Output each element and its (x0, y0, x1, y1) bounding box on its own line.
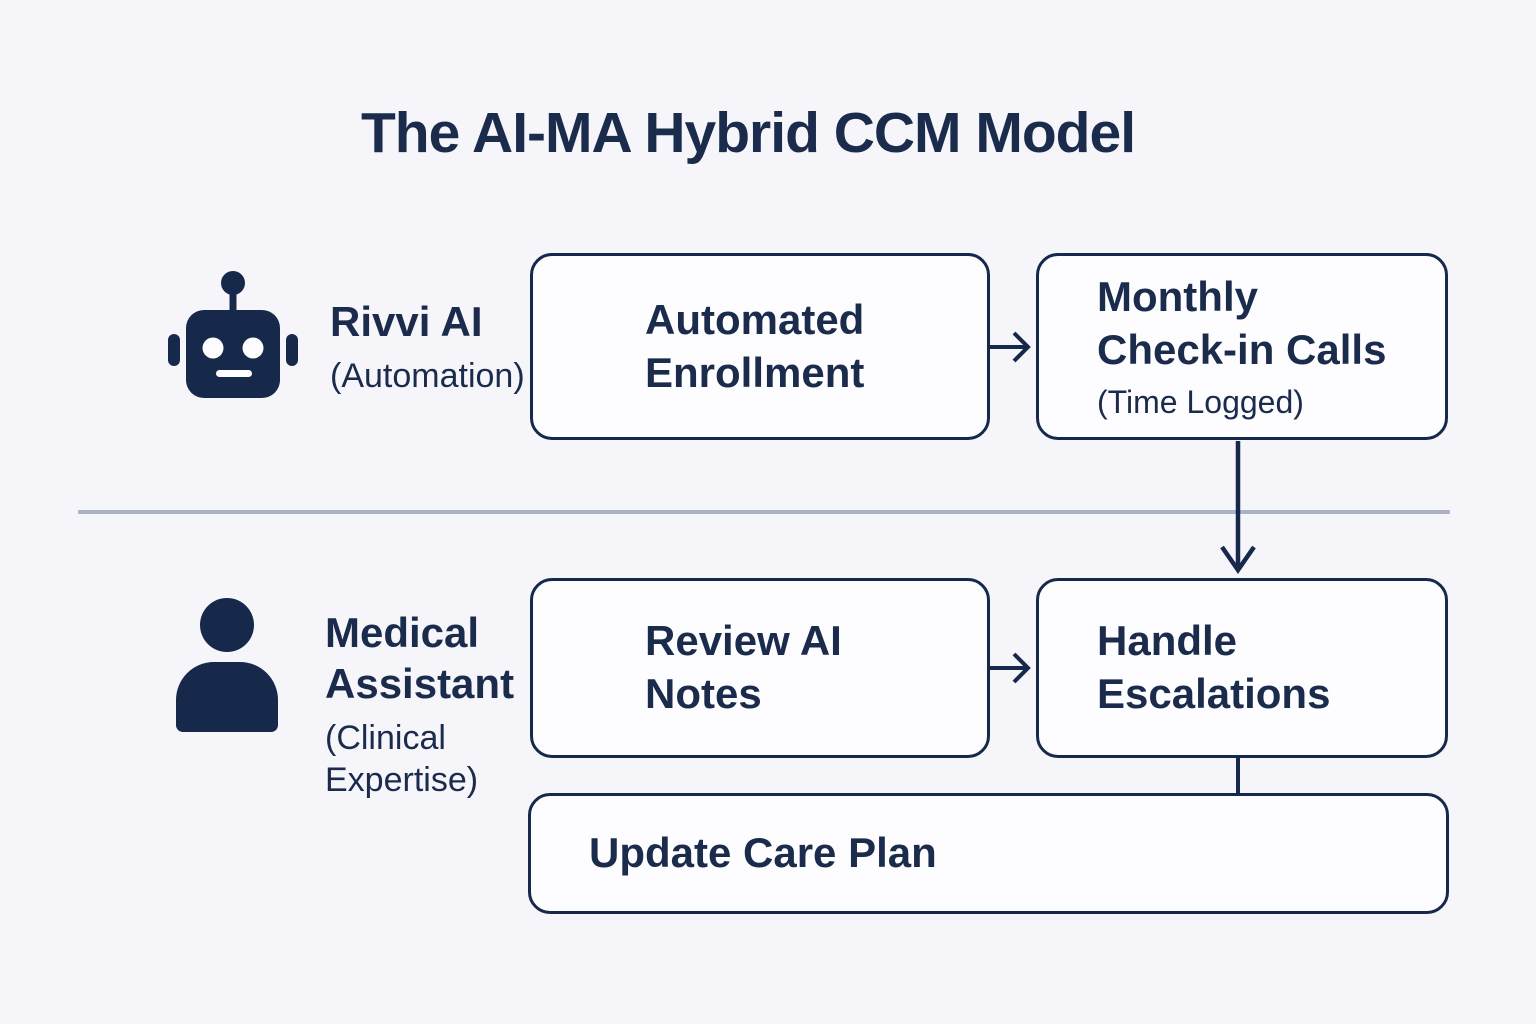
monthly-checkin-note: (Time Logged) (1097, 384, 1304, 421)
arrow-right-icon (988, 331, 1031, 363)
monthly-checkin-line1: Monthly (1097, 273, 1258, 321)
monthly-checkin-line2: Check-in Calls (1097, 326, 1387, 374)
ai-actor-label: Rivvi AI (Automation) (330, 297, 525, 398)
arrow-right-icon (988, 652, 1031, 684)
ma-actor-subtitle-line1: (Clinical (325, 718, 446, 757)
ai-actor-subtitle: (Automation) (330, 356, 525, 395)
ma-actor-label: Medical Assistant (Clinical Expertise) (325, 608, 514, 802)
review-ai-notes-line2: Notes (645, 670, 762, 717)
handle-escalations-box: Handle Escalations (1036, 578, 1448, 758)
page-title: The AI-MA Hybrid CCM Model (360, 101, 1136, 165)
handle-escalations-line1: Handle (1097, 617, 1238, 665)
automated-enrollment-line1: Automated (645, 295, 865, 343)
lane-divider-line (78, 510, 1450, 514)
person-icon (176, 598, 278, 732)
handle-escalations-line2: Escalations (1097, 670, 1331, 717)
update-care-plan-line1: Update Care Plan (589, 829, 937, 877)
ma-actor-name-line2: Assistant (325, 659, 515, 707)
robot-icon (168, 271, 298, 398)
review-ai-notes-box: Review AI Notes (530, 578, 990, 758)
update-care-plan-box: Update Care Plan (528, 793, 1449, 914)
arrow-down-icon (1220, 441, 1256, 574)
connector-line (1236, 757, 1240, 795)
review-ai-notes-line1: Review AI (645, 617, 842, 665)
automated-enrollment-line2: Enrollment (645, 348, 865, 396)
monthly-checkin-box: Monthly Check-in Calls (Time Logged) (1036, 253, 1448, 440)
ma-actor-subtitle-line2: Expertise) (325, 761, 479, 800)
ai-actor-name: Rivvi AI (330, 298, 483, 345)
automated-enrollment-box: Automated Enrollment (530, 253, 990, 440)
ma-actor-name-line1: Medical (325, 609, 480, 656)
